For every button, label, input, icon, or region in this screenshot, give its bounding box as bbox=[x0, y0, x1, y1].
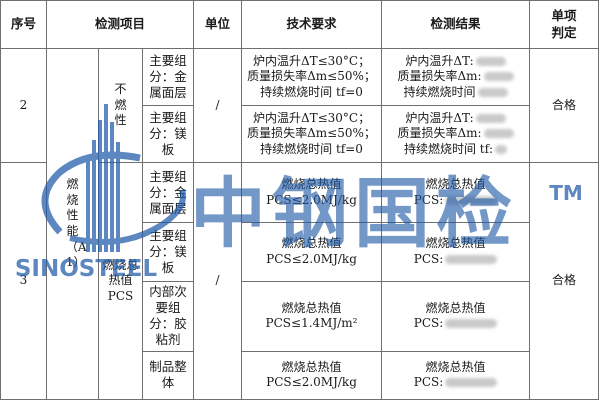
seq-cell: 3 bbox=[0, 162, 47, 400]
redacted-value bbox=[475, 56, 506, 66]
result-cell: 燃烧总热值 PCS: bbox=[381, 350, 531, 401]
redacted-value bbox=[445, 378, 498, 388]
header-seq: 序号 bbox=[0, 0, 47, 49]
component-cell: 内部次要组分：胶粘剂 bbox=[141, 280, 195, 352]
result-label: 燃烧总热值 bbox=[425, 359, 486, 374]
header-judgement: 单项 判定 bbox=[529, 0, 600, 49]
category-cell: 燃烧性能（A1） bbox=[46, 48, 99, 400]
unit-cell: / bbox=[193, 47, 243, 164]
component-cell: 主要组分：镁板 bbox=[141, 222, 195, 282]
redacted-value bbox=[495, 145, 508, 155]
result-cell: 炉内温升ΔT: 质量损失率Δm: 持续燃烧时间 bbox=[381, 47, 531, 107]
header-unit: 单位 bbox=[193, 0, 243, 49]
result-label: PCS: bbox=[413, 316, 444, 331]
result-label: 持续燃烧时间 tf: bbox=[403, 142, 494, 157]
result-cell: 燃烧总热值 PCS: bbox=[381, 162, 531, 224]
property-label: 不燃性 bbox=[114, 82, 127, 128]
result-label: PCS: bbox=[413, 252, 444, 267]
seq-cell: 2 bbox=[0, 47, 47, 164]
header-test-item: 检测项目 bbox=[45, 0, 195, 49]
table-row: 主要组分：镁板 燃烧总热值 PCS≤2.0MJ/kg 燃烧总热值 PCS: bbox=[1, 222, 599, 282]
redacted-value bbox=[483, 129, 514, 139]
result-label: 燃烧总热值 bbox=[425, 236, 486, 251]
result-label: PCS: bbox=[413, 375, 444, 390]
result-label: 炉内温升ΔT: bbox=[405, 110, 474, 125]
redacted-value bbox=[483, 72, 514, 82]
judgement-cell: 合格 bbox=[529, 162, 600, 400]
redacted-value bbox=[445, 195, 498, 205]
tech-requirement-cell: 燃烧总热值 PCS≤2.0MJ/kg bbox=[241, 162, 383, 224]
header-tech-requirement: 技术要求 bbox=[241, 0, 383, 49]
table-row: 2 燃烧性能（A1） 不燃性 主要组分：金属面层 / 炉内温升ΔT≤30°C； … bbox=[0, 47, 600, 400]
redacted-value bbox=[445, 255, 498, 265]
tech-requirement-cell: 炉内温升ΔT≤30°C； 质量损失率Δm≤50%； 持续燃烧时间 tf=0 bbox=[241, 47, 383, 107]
tech-requirement-cell: 燃烧总热值 PCS≤2.0MJ/kg bbox=[241, 350, 383, 401]
table-row: 内部次要组分：胶粘剂 燃烧总热值 PCS≤1.4MJ/m² 燃烧总热值 PCS: bbox=[1, 280, 599, 352]
result-label: 炉内温升ΔT: bbox=[405, 53, 474, 68]
result-cell: 燃烧总热值 PCS: bbox=[381, 222, 531, 282]
tech-requirement-cell: 燃烧总热值 PCS≤1.4MJ/m² bbox=[241, 280, 383, 352]
result-label: 燃烧总热值 bbox=[425, 177, 486, 192]
redacted-value bbox=[445, 319, 498, 329]
result-label: PCS: bbox=[413, 192, 444, 207]
redacted-value bbox=[475, 113, 506, 123]
judgement-cell: 合格 bbox=[529, 47, 600, 164]
component-cell: 主要组分：金属面层 bbox=[141, 162, 195, 224]
table-row: 主要组分：镁板 炉内温升ΔT≤30°C； 质量损失率Δm≤50%； 持续燃烧时间… bbox=[1, 105, 599, 164]
result-cell: 燃烧总热值 PCS: bbox=[381, 280, 531, 352]
result-label: 质量损失率Δm: bbox=[397, 126, 482, 141]
result-label: 燃烧总热值 bbox=[425, 300, 486, 315]
result-label: 持续燃烧时间 bbox=[403, 84, 476, 99]
tech-requirement-cell: 燃烧总热值 PCS≤2.0MJ/kg bbox=[241, 222, 383, 282]
tech-requirement-cell: 炉内温升ΔT≤30°C； 质量损失率Δm≤50%； 持续燃烧时间 tf=0 bbox=[241, 105, 383, 164]
result-cell: 炉内温升ΔT: 质量损失率Δm: 持续燃烧时间 tf: bbox=[381, 105, 531, 164]
property-cell: 燃烧总热值 PCS bbox=[98, 162, 143, 400]
unit-cell: / bbox=[193, 162, 243, 400]
header-test-result: 检测结果 bbox=[381, 0, 531, 49]
table-row: 制品整体 燃烧总热值 PCS≤2.0MJ/kg 燃烧总热值 PCS: bbox=[1, 350, 599, 401]
result-label: 质量损失率Δm: bbox=[397, 69, 482, 84]
component-cell: 制品整体 bbox=[141, 350, 195, 401]
redacted-value bbox=[477, 87, 508, 97]
header-row: 序号 检测项目 单位 技术要求 检测结果 单项 判定 bbox=[0, 0, 600, 49]
property-cell: 不燃性 bbox=[98, 47, 143, 164]
category-label: 燃烧性能（A1） bbox=[65, 177, 87, 270]
component-cell: 主要组分：金属面层 bbox=[141, 47, 195, 107]
component-cell: 主要组分：镁板 bbox=[141, 105, 195, 164]
